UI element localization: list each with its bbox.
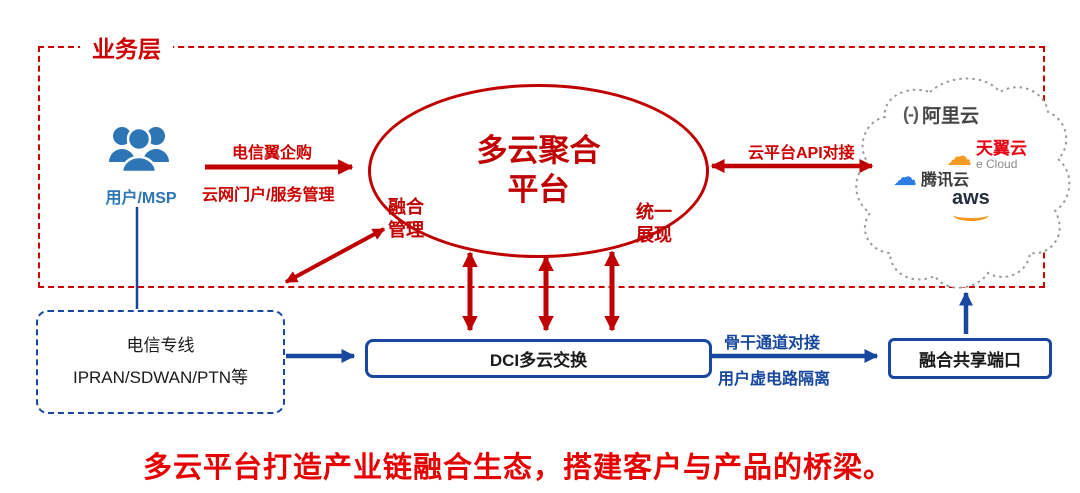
aws-label: aws [952, 187, 990, 209]
shared-port-box: 融合共享端口 [888, 338, 1052, 379]
label-fusion-management: 融合 管理 [388, 197, 424, 241]
tianyi-cloud-label: 天翼云 [976, 139, 1027, 158]
logo-tianyi-cloud: ☁ 天翼云 e Cloud [946, 140, 1027, 171]
label-backbone-connect: 骨干通道对接 [724, 335, 821, 352]
alibaba-cloud-icon: (-) [903, 104, 919, 124]
tianyi-cloud-sublabel: e Cloud [976, 157, 1018, 171]
telecom-line-box: 电信专线 IPRAN/SDWAN/PTN等 [36, 310, 285, 414]
platform-title: 多云聚合 平台 [476, 133, 601, 207]
aws-smile-icon [952, 209, 989, 221]
business-layer-label: 业务层 [80, 30, 173, 64]
label-api-connect: 云平台API对接 [748, 145, 855, 162]
dci-exchange-box: DCI多云交换 [365, 339, 712, 378]
user-msp-label: 用户/MSP [105, 190, 177, 207]
label-cloud-portal-service: 云网门户/服务管理 [202, 187, 335, 204]
dci-exchange-label: DCI多云交换 [489, 351, 588, 370]
tianyi-cloud-icon: ☁ [946, 140, 972, 171]
logo-tencent-cloud: ☁ 腾讯云 [893, 166, 969, 190]
footer-slogan: 多云平台打造产业链融合生态，搭建客户与产品的桥梁。 [142, 452, 893, 484]
shared-port-label: 融合共享端口 [919, 351, 1021, 370]
label-telecom-wing-purchase: 电信翼企购 [232, 145, 313, 162]
label-unified-presentation: 统一 展现 [636, 202, 672, 246]
tencent-cloud-icon: ☁ [893, 164, 917, 191]
alibaba-cloud-label: 阿里云 [921, 106, 979, 127]
label-user-circuit-isolation: 用户虚电路隔离 [718, 371, 831, 388]
tencent-cloud-label: 腾讯云 [921, 172, 970, 189]
logo-alibaba-cloud: (-) 阿里云 [903, 101, 979, 128]
logo-aws: aws [952, 188, 990, 221]
